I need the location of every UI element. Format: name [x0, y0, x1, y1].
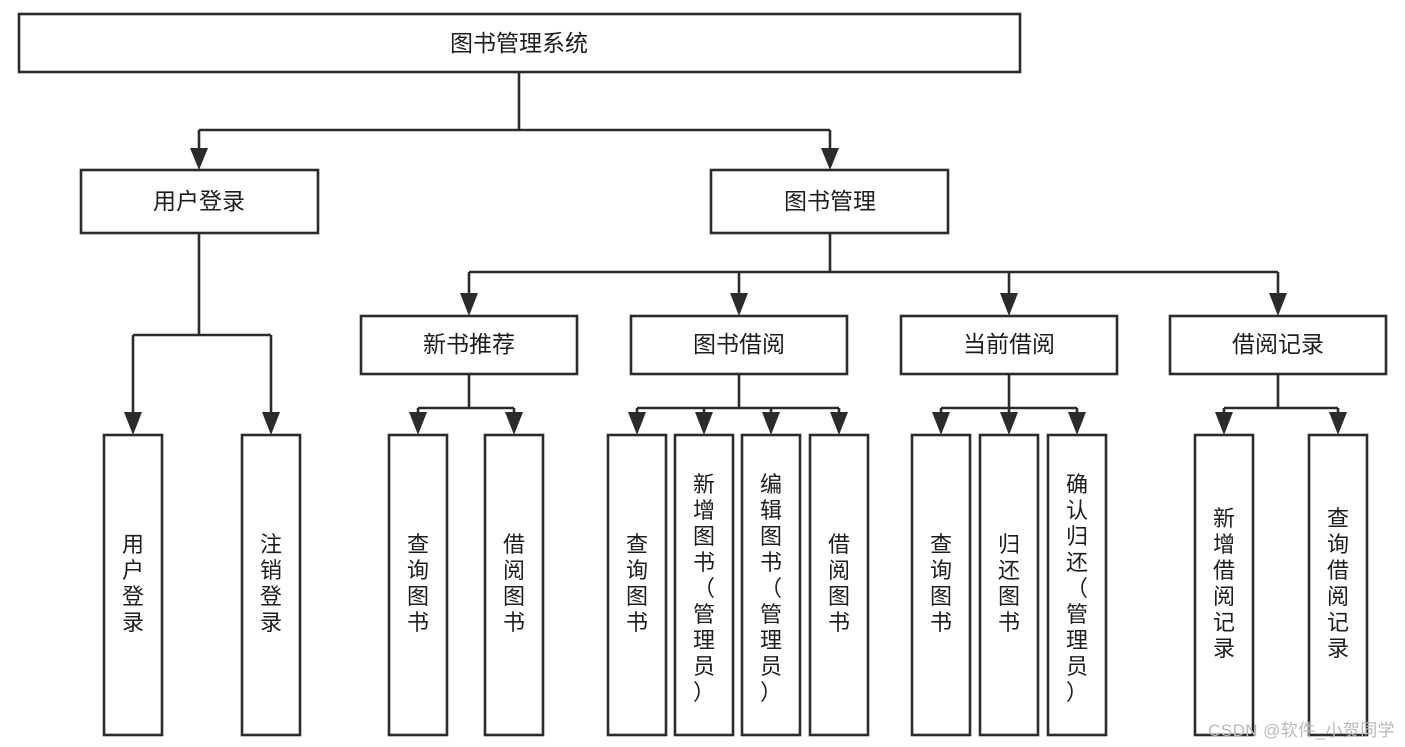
- leaf-current-query[interactable]: 查询图书: [910, 433, 972, 737]
- leaf-current-confirm-return[interactable]: 确认归还（管理员）: [1046, 433, 1108, 737]
- node-book-borrow-box: [629, 314, 849, 376]
- leaf-current-query-box: [910, 433, 972, 737]
- node-new-book-recommend[interactable]: 新书推荐: [359, 314, 579, 376]
- leaf-borrow-add-book-label: 新增图书（管理员）: [693, 472, 715, 705]
- arrow-records-leaf-2: [1329, 412, 1347, 435]
- node-borrow-records-label: 借阅记录: [1232, 331, 1324, 357]
- leaf-records-query-label: 查询借阅记录: [1327, 506, 1349, 661]
- node-current-borrow[interactable]: 当前借阅: [899, 314, 1119, 376]
- arrow-to-records: [1269, 293, 1287, 316]
- leaf-borrow-borrow-book-label: 借阅图书: [828, 532, 850, 635]
- leaf-current-return[interactable]: 归还图书: [978, 433, 1040, 737]
- arrow-current-leaf-2: [1000, 412, 1018, 435]
- leaf-current-return-box: [978, 433, 1040, 737]
- arrow-user-login-leaf-1: [124, 412, 142, 435]
- leaf-records-add-label: 新增借阅记录: [1213, 506, 1235, 661]
- leaf-borrow-edit-book-box: [740, 433, 802, 737]
- leaf-current-confirm-return-label: 确认归还（管理员）: [1066, 472, 1088, 705]
- arrow-to-book-manage: [821, 148, 839, 170]
- node-user-login-box: [79, 168, 320, 235]
- leaf-records-query[interactable]: 查询借阅记录: [1307, 433, 1369, 737]
- node-user-login[interactable]: 用户登录: [79, 168, 320, 235]
- node-book-management[interactable]: 图书管理: [709, 168, 950, 235]
- leaf-borrow-edit-book[interactable]: 编辑图书（管理员）: [740, 433, 802, 737]
- arrow-borrow-leaf-4: [830, 412, 848, 435]
- node-book-borrow[interactable]: 图书借阅: [629, 314, 849, 376]
- leaf-current-confirm-return-box: [1046, 433, 1108, 737]
- leaf-borrow-query-box: [606, 433, 668, 737]
- leaf-new-book-borrow[interactable]: 借阅图书: [483, 433, 545, 737]
- node-root-label: 图书管理系统: [450, 30, 588, 56]
- leaf-current-query-label: 查询图书: [930, 532, 952, 635]
- arrow-to-new-book: [460, 293, 478, 316]
- leaf-borrow-query[interactable]: 查询图书: [606, 433, 668, 737]
- leaf-borrow-add-book[interactable]: 新增图书（管理员）: [673, 433, 735, 737]
- leaf-new-book-query[interactable]: 查询图书: [387, 433, 449, 737]
- node-book-borrow-label: 图书借阅: [693, 331, 785, 357]
- leaf-user-login-signin-label: 用户登录: [122, 532, 144, 635]
- arrow-borrow-leaf-3: [762, 412, 780, 435]
- node-root-box: [17, 12, 1022, 74]
- leaf-current-return-label: 归还图书: [998, 532, 1020, 635]
- connector-layer: [124, 72, 1347, 435]
- leaf-records-query-box: [1307, 433, 1369, 737]
- arrow-current-leaf-1: [932, 412, 950, 435]
- node-book-management-box: [709, 168, 950, 235]
- arrow-borrow-leaf-1: [628, 412, 646, 435]
- leaf-new-book-query-box: [387, 433, 449, 737]
- leaf-borrow-query-label: 查询图书: [626, 532, 648, 635]
- leaf-records-add-box: [1193, 433, 1255, 737]
- leaf-borrow-add-book-box: [673, 433, 735, 737]
- node-root-system[interactable]: 图书管理系统: [17, 12, 1022, 74]
- leaf-user-login-signout-label: 注销登录: [260, 532, 282, 635]
- arrow-to-user-login: [190, 148, 208, 170]
- leaf-records-add[interactable]: 新增借阅记录: [1193, 433, 1255, 737]
- node-book-management-label: 图书管理: [784, 188, 876, 214]
- arrow-new-book-leaf-1: [409, 412, 427, 435]
- leaf-new-book-borrow-label: 借阅图书: [503, 532, 525, 635]
- arrow-current-leaf-3: [1068, 412, 1086, 435]
- arrow-to-current: [1000, 293, 1018, 316]
- leaf-user-login-signin[interactable]: 用户登录: [102, 433, 164, 737]
- leaf-borrow-borrow-book[interactable]: 借阅图书: [808, 433, 870, 737]
- leaf-user-login-signout-box: [240, 433, 302, 737]
- arrow-new-book-leaf-2: [505, 412, 523, 435]
- leaf-user-login-signout[interactable]: 注销登录: [240, 433, 302, 737]
- arrow-records-leaf-1: [1215, 412, 1233, 435]
- node-new-book-recommend-box: [359, 314, 579, 376]
- leaf-borrow-borrow-book-box: [808, 433, 870, 737]
- leaf-new-book-query-label: 查询图书: [407, 532, 429, 635]
- arrow-borrow-leaf-2: [695, 412, 713, 435]
- node-current-borrow-label: 当前借阅: [963, 331, 1055, 357]
- node-user-login-label: 用户登录: [153, 188, 245, 214]
- node-borrow-records[interactable]: 借阅记录: [1168, 314, 1388, 376]
- leaf-new-book-borrow-box: [483, 433, 545, 737]
- leaf-borrow-edit-book-label: 编辑图书（管理员）: [760, 472, 782, 705]
- arrow-user-login-leaf-2: [262, 412, 280, 435]
- node-new-book-recommend-label: 新书推荐: [423, 331, 515, 357]
- node-borrow-records-box: [1168, 314, 1388, 376]
- leaf-user-login-signin-box: [102, 433, 164, 737]
- watermark: CSDN @软件_小贺同学: [1208, 721, 1395, 740]
- node-current-borrow-box: [899, 314, 1119, 376]
- arrow-to-borrow: [730, 293, 748, 316]
